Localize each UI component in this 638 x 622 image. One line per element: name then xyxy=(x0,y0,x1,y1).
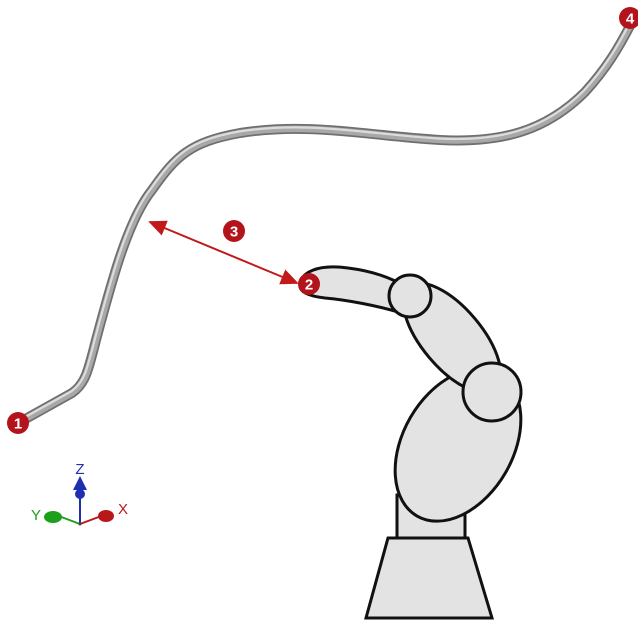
marker-3: 3 xyxy=(223,220,245,242)
marker-1: 1 xyxy=(7,412,29,434)
distance-arrow xyxy=(148,220,299,285)
axis-origin xyxy=(78,522,82,526)
z-axis-knob-icon xyxy=(75,489,85,499)
marker-1-label: 1 xyxy=(14,416,22,433)
tube-path-highlight xyxy=(17,15,635,422)
tube-path xyxy=(15,13,638,427)
z-axis-label: Z xyxy=(75,461,84,478)
marker-4: 4 xyxy=(619,7,638,29)
tube-path-outline xyxy=(15,13,638,427)
tube-path-body xyxy=(16,14,638,426)
robot-arm xyxy=(298,265,523,620)
axis-triad: Z Y X xyxy=(31,461,128,526)
y-axis-knob-icon xyxy=(44,511,62,523)
robot-wrist-joint xyxy=(387,273,433,319)
marker-4-label: 4 xyxy=(626,11,635,28)
marker-2: 2 xyxy=(298,273,320,295)
robot-base xyxy=(364,536,495,620)
marker-3-label: 3 xyxy=(230,224,238,241)
z-axis-arrow-icon xyxy=(73,476,87,490)
x-axis-knob-icon xyxy=(98,510,114,522)
x-axis-label: X xyxy=(118,501,128,518)
y-axis-label: Y xyxy=(31,507,41,524)
robot-elbow-joint xyxy=(461,361,523,423)
marker-2-label: 2 xyxy=(305,277,313,294)
